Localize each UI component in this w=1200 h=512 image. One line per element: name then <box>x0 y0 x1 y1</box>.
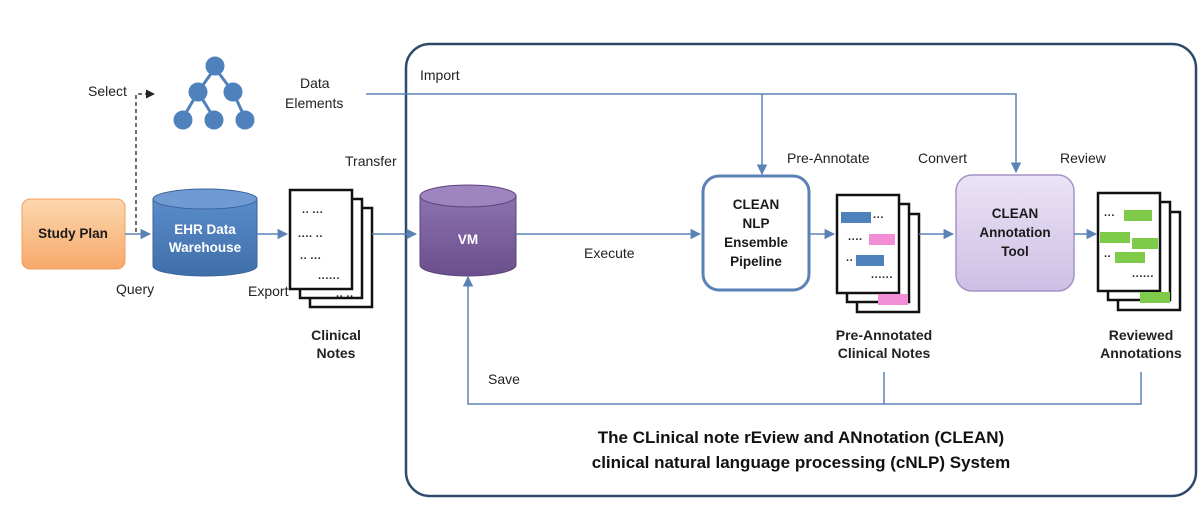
svg-text:·· ···: ·· ··· <box>300 253 321 265</box>
clinical-notes-label-line2: Notes <box>317 345 356 361</box>
svg-text:····: ···· <box>848 234 863 246</box>
svg-text:··: ·· <box>846 255 853 267</box>
svg-text:······: ······ <box>318 273 340 285</box>
svg-text:·· ···: ·· ··· <box>302 207 323 219</box>
execute-label: Execute <box>584 245 635 261</box>
tool-label-line2: Annotation <box>979 225 1050 240</box>
pipeline-label-line3: Ensemble <box>724 235 788 250</box>
system-title-line1: The CLinical note rEview and ANnotation … <box>598 428 1004 447</box>
system-title-line2: clinical natural language processing (cN… <box>592 453 1011 472</box>
data-elements-hierarchy-icon <box>173 56 255 130</box>
data-elements-label-line2: Elements <box>285 95 343 111</box>
study-plan-label: Study Plan <box>38 226 108 241</box>
pre-annotated-label-line2: Clinical Notes <box>838 345 931 361</box>
reviewed-annotations-stack: ··· ·· ······ <box>1096 191 1182 312</box>
vm-cylinder <box>419 184 517 277</box>
pre-annotated-label-line1: Pre-Annotated <box>836 327 932 343</box>
tool-label-line3: Tool <box>1001 244 1029 259</box>
transfer-label: Transfer <box>345 153 397 169</box>
pipeline-label-line2: NLP <box>743 216 770 231</box>
svg-text:···· ··: ···· ·· <box>298 231 323 243</box>
svg-text:···: ··· <box>873 212 884 224</box>
select-arrow <box>135 89 155 232</box>
clinical-notes-label-line1: Clinical <box>311 327 361 343</box>
pipeline-label-line4: Pipeline <box>730 254 782 269</box>
ehr-label-line1: EHR Data <box>174 222 236 237</box>
data-elements-label-line1: Data <box>300 75 330 91</box>
reviewed-label-line1: Reviewed <box>1109 327 1174 343</box>
svg-text:······: ······ <box>1132 271 1154 283</box>
clean-annotation-tool-box <box>955 174 1075 292</box>
import-label: Import <box>420 67 460 83</box>
svg-text:···: ··· <box>1104 210 1115 222</box>
save-loop-arrow <box>462 275 1142 405</box>
review-label: Review <box>1060 150 1107 166</box>
query-label: Query <box>116 281 154 297</box>
select-label: Select <box>88 83 127 99</box>
save-label: Save <box>488 371 520 387</box>
pre-annotated-notes-stack: ··· ···· ·· ······ <box>835 193 921 314</box>
ehr-label-line2: Warehouse <box>169 240 242 255</box>
convert-label: Convert <box>918 150 967 166</box>
svg-text:··: ·· <box>1104 251 1111 263</box>
import-arrows <box>366 93 1022 176</box>
clean-nlp-ensemble-pipeline-box <box>701 174 811 292</box>
svg-text:······: ······ <box>871 272 893 284</box>
pipeline-label-line1: CLEAN <box>733 197 780 212</box>
export-label: Export <box>248 283 289 299</box>
pre-annotate-label: Pre-Annotate <box>787 150 870 166</box>
tool-label-line1: CLEAN <box>992 206 1039 221</box>
vm-label: VM <box>458 232 478 247</box>
reviewed-label-line2: Annotations <box>1100 345 1182 361</box>
clinical-notes-stack: ·· ··· ···· ·· ·· ··· ······ ·· ·· <box>288 188 374 309</box>
svg-text:·· ··: ·· ·· <box>336 291 354 303</box>
system-frame <box>404 42 1198 498</box>
ehr-data-warehouse-cylinder <box>152 188 258 277</box>
